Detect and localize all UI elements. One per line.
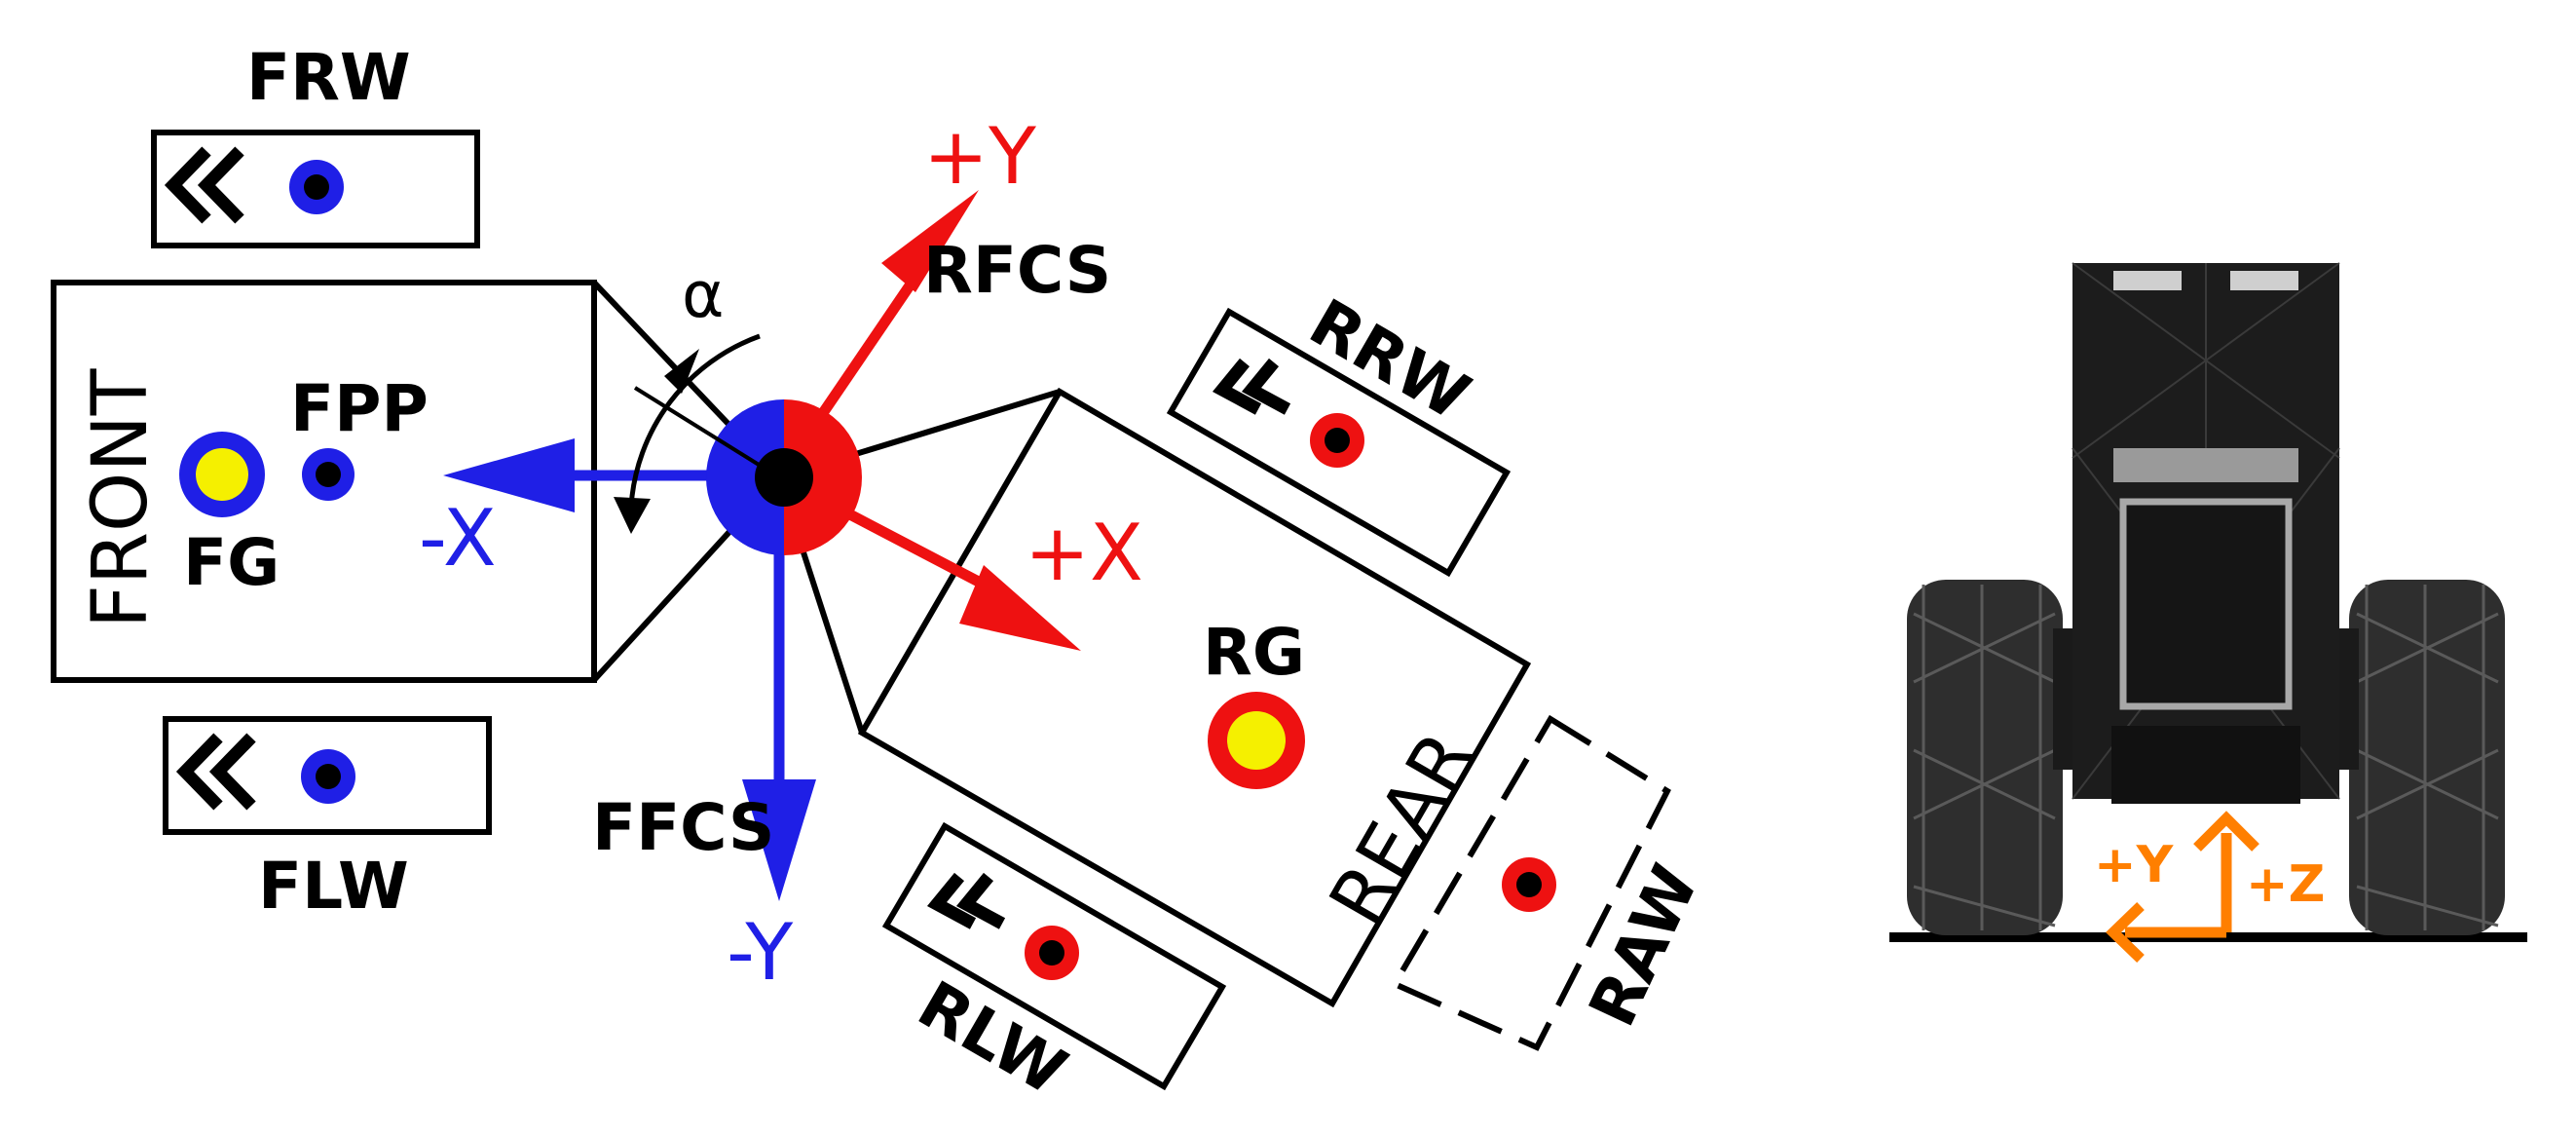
front-minus-x-arrowhead: [443, 438, 575, 512]
ffcs-label: FFCS: [592, 790, 774, 865]
front-body: FRONT FG FPP: [51, 280, 782, 683]
alpha-reference-line: [633, 386, 781, 479]
articulation-joint: -X -Y +Y +X α RFCS FFCS: [419, 111, 1143, 998]
rear-plus-y-label: +Y: [923, 111, 1037, 202]
left-tire-tread: [1913, 585, 2056, 930]
rlw-marker-core: [1039, 940, 1064, 966]
rear-window: [2119, 498, 2293, 710]
front-minus-y-arrowhead: [742, 779, 816, 901]
frw-label: FRW: [246, 40, 411, 115]
joint-center: [755, 448, 813, 507]
flw-direction-icon: [175, 733, 256, 811]
front-left-wheel: FLW: [163, 716, 492, 924]
roof-light-right: [2230, 271, 2298, 290]
front-minus-y-label: -Y: [727, 907, 794, 998]
rg-label: RG: [1203, 615, 1305, 690]
alpha-label: α: [682, 257, 725, 332]
fg-label: FG: [183, 525, 280, 600]
front-label: FRONT: [77, 368, 165, 628]
frw-direction-icon: [164, 146, 244, 224]
rear-label: REAR: [1314, 718, 1492, 940]
fpp-label: FPP: [290, 371, 429, 446]
frw-outline: [151, 130, 480, 248]
raw-marker-core: [1516, 872, 1542, 897]
rear-bumper: [2111, 726, 2300, 804]
rg-marker-core: [1227, 711, 1286, 770]
rear-left-wheel: RLW: [881, 821, 1227, 1110]
body-band: [2113, 448, 2298, 482]
rear-plus-y-arrowhead: [881, 190, 979, 292]
alpha-arc: [628, 333, 761, 508]
left-tire: [1907, 580, 2063, 935]
rrw-marker-core: [1325, 428, 1350, 453]
alpha-arrowhead-lower: [614, 497, 651, 534]
roof-light-left: [2113, 271, 2182, 290]
vehicle-plus-z-arrowhead: [2193, 811, 2259, 852]
fpp-marker-core: [316, 462, 341, 487]
vehicle-rear-view: +Y +Z: [1889, 262, 2527, 963]
rear-plus-x-arrowhead: [959, 565, 1081, 651]
front-right-wheel: FRW: [151, 40, 480, 248]
rrw-label: RRW: [1297, 284, 1482, 435]
vehicle-plus-z-label: +Z: [2246, 855, 2325, 914]
front-minus-x-label: -X: [419, 493, 497, 584]
rear-body-outline: [857, 387, 1532, 1008]
flw-marker-core: [316, 764, 341, 789]
rear-plus-x-label: +X: [1025, 508, 1143, 598]
fg-marker-core: [196, 448, 248, 501]
rfcs-label: RFCS: [923, 233, 1111, 308]
frw-marker-core: [304, 174, 329, 200]
alpha-arrowhead-upper: [664, 349, 699, 394]
vehicle-plus-y-arrowhead: [2106, 902, 2145, 963]
rear-right-wheel: RRW: [1166, 284, 1512, 578]
rrw-outline: [1166, 307, 1512, 578]
vehicle-plus-y-label: +Y: [2094, 836, 2175, 894]
front-body-outline: [51, 280, 597, 683]
raw-label: RAW: [1575, 854, 1713, 1038]
rrw-direction-icon: [1212, 358, 1291, 415]
flw-label: FLW: [258, 849, 409, 924]
joint-front-half: [706, 399, 784, 555]
right-tire: [2349, 580, 2505, 935]
rlw-direction-icon: [926, 872, 1006, 929]
raw-outline: [1390, 714, 1671, 1051]
joint-rear-half: [784, 399, 862, 555]
right-tire-tread: [2356, 585, 2499, 930]
rlw-outline: [881, 821, 1227, 1091]
flw-outline: [163, 716, 492, 835]
